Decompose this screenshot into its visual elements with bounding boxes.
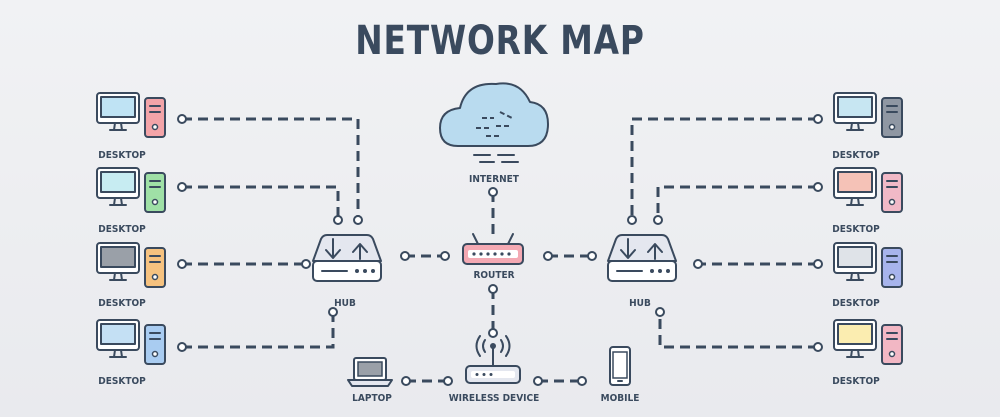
desktop-right-1: DESKTOP [832, 92, 903, 161]
hub-icon [312, 234, 382, 282]
desktop-computer-icon [833, 242, 903, 288]
laptop-label: LAPTOP [352, 393, 392, 404]
desktop-computer-icon [833, 319, 903, 365]
desktop-label: DESKTOP [98, 224, 146, 235]
hub-right: HUB [607, 234, 677, 309]
desktop-left-2: DESKTOP [96, 167, 166, 235]
desktop-computer-icon [96, 242, 166, 288]
desktop-label: DESKTOP [832, 224, 880, 235]
wireless-device-label: WIRELESS DEVICE [449, 393, 540, 404]
cloud-icon [439, 82, 549, 163]
hub-icon [607, 234, 677, 282]
mobile-phone-icon [609, 346, 631, 386]
desktop-computer-icon [96, 92, 166, 138]
cloud-shape [439, 82, 549, 147]
desktop-right-3: DESKTOP [832, 242, 903, 309]
router-icon [462, 233, 524, 265]
internet-label: INTERNET [469, 174, 520, 185]
internet-node: INTERNET [439, 82, 549, 185]
hub-right-label: HUB [629, 298, 651, 309]
desktop-label: DESKTOP [98, 298, 146, 309]
desktop-label: DESKTOP [832, 150, 880, 161]
connection-dots [177, 114, 823, 386]
mobile-node: MOBILE [601, 346, 640, 404]
connection-lines [182, 117, 818, 383]
desktop-left-4: DESKTOP [96, 319, 166, 387]
wireless-router-icon [465, 335, 521, 384]
desktop-label: DESKTOP [832, 298, 880, 309]
desktop-right-2: DESKTOP [832, 167, 903, 235]
hub-left: HUB [312, 234, 382, 309]
router-label: ROUTER [473, 270, 514, 281]
desktop-computer-icon [833, 167, 903, 213]
hub-left-label: HUB [334, 298, 356, 309]
desktop-left-3: DESKTOP [96, 242, 166, 309]
laptop-node: LAPTOP [347, 357, 393, 404]
desktop-label: DESKTOP [98, 376, 146, 387]
desktop-label: DESKTOP [832, 376, 880, 387]
desktop-computer-icon [833, 92, 903, 138]
desktop-computer-icon [96, 167, 166, 213]
mobile-label: MOBILE [601, 393, 640, 404]
laptop-icon [347, 357, 393, 387]
desktop-computer-icon [96, 319, 166, 365]
router-node: ROUTER [462, 233, 524, 281]
desktop-right-4: DESKTOP [832, 319, 903, 387]
page-title: NETWORK MAP [355, 18, 645, 64]
desktop-label: DESKTOP [98, 150, 146, 161]
desktop-left-1: DESKTOP [96, 92, 166, 161]
wireless-device-node: WIRELESS DEVICE [449, 335, 540, 404]
